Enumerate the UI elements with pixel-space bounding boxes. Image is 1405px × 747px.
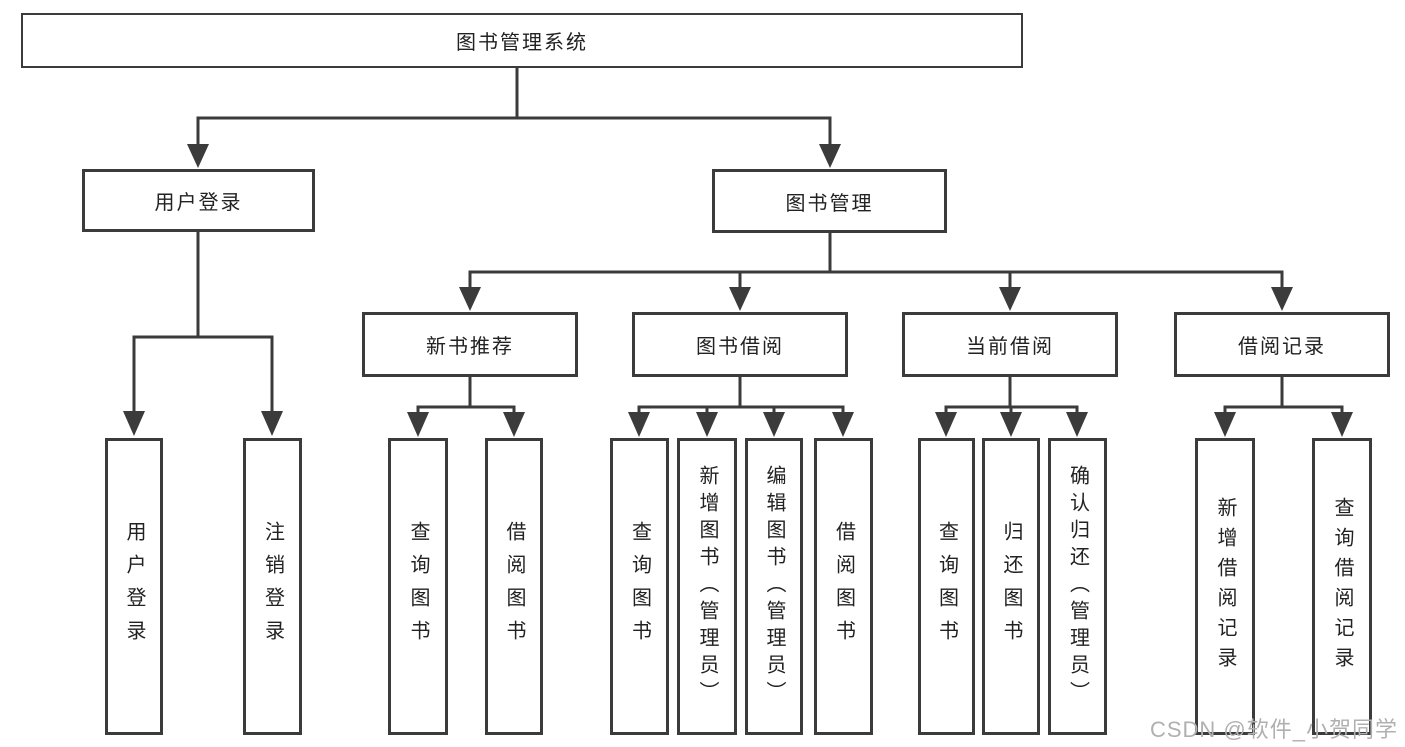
- leaf-newbooks-query-books: 查询图书: [388, 438, 448, 735]
- leaf-logout-label: 注销登录: [261, 520, 284, 653]
- leaf-edit-books-admin-label: 编辑图书（管理员）: [763, 465, 785, 708]
- leaf-current-query-books: 查询图书: [918, 438, 975, 735]
- leaf-user-login-label: 用户登录: [123, 520, 145, 653]
- leaf-current-query-books-label: 查询图书: [935, 520, 958, 653]
- leaf-query-borrow-record: 查询借阅记录: [1312, 438, 1372, 735]
- node-root: 图书管理系统: [21, 13, 1023, 68]
- node-borrow-records: 借阅记录: [1174, 312, 1390, 377]
- leaf-user-login: 用户登录: [105, 438, 163, 735]
- node-borrow-records-label: 借阅记录: [1238, 336, 1326, 358]
- leaf-add-borrow-record: 新增借阅记录: [1195, 438, 1255, 735]
- leaf-return-books-label: 归还图书: [1000, 520, 1022, 653]
- node-user-login: 用户登录: [82, 169, 315, 232]
- leaf-edit-books-admin: 编辑图书（管理员）: [745, 438, 803, 735]
- leaf-borrow-borrow-books: 借阅图书: [814, 438, 873, 735]
- csdn-watermark: CSDN @软件_小贺同学: [1149, 717, 1398, 742]
- leaf-query-borrow-record-label: 查询借阅记录: [1331, 496, 1353, 677]
- node-current-borrow: 当前借阅: [902, 312, 1118, 377]
- leaf-logout: 注销登录: [243, 438, 302, 735]
- leaf-return-books: 归还图书: [982, 438, 1040, 735]
- node-book-management-label: 图书管理: [785, 192, 874, 215]
- leaf-add-books-admin: 新增图书（管理员）: [677, 438, 737, 735]
- node-book-borrow-label: 图书借阅: [696, 336, 784, 358]
- node-user-login-label: 用户登录: [154, 192, 243, 214]
- leaf-borrow-query-books-label: 查询图书: [628, 520, 651, 653]
- leaf-borrow-query-books: 查询图书: [610, 438, 669, 735]
- leaf-confirm-return-admin: 确认归还（管理员）: [1048, 438, 1107, 735]
- leaf-add-books-admin-label: 新增图书（管理员）: [696, 465, 718, 708]
- leaf-newbooks-borrow-books: 借阅图书: [485, 438, 543, 735]
- node-current-borrow-label: 当前借阅: [966, 336, 1054, 358]
- leaf-newbooks-query-books-label: 查询图书: [407, 520, 429, 653]
- node-book-management: 图书管理: [712, 169, 947, 233]
- node-new-book-recommend-label: 新书推荐: [426, 336, 514, 358]
- leaf-borrow-borrow-books-label: 借阅图书: [832, 520, 855, 653]
- node-new-book-recommend: 新书推荐: [362, 312, 578, 377]
- node-root-label: 图书管理系统: [456, 32, 588, 54]
- leaf-add-borrow-record-label: 新增借阅记录: [1214, 496, 1236, 677]
- node-book-borrow: 图书借阅: [632, 312, 848, 377]
- leaf-confirm-return-admin-label: 确认归还（管理员）: [1066, 465, 1089, 708]
- leaf-newbooks-borrow-books-label: 借阅图书: [503, 520, 525, 653]
